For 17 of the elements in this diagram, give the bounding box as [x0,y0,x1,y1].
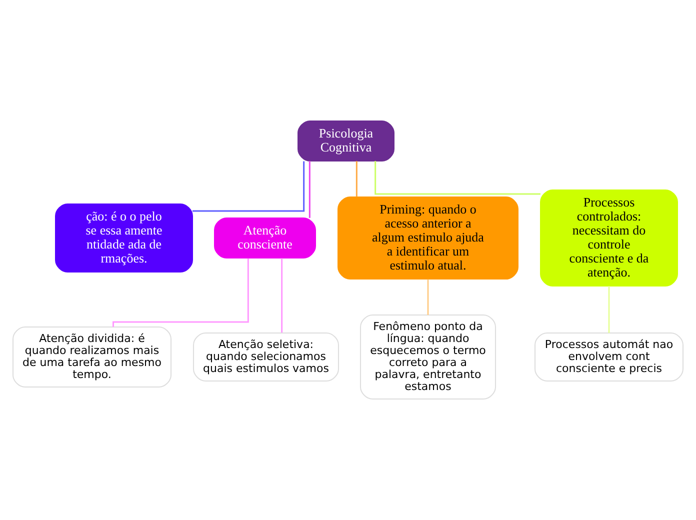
node-box: Atenção consciente [214,218,316,258]
connector [192,161,305,212]
connector [374,161,540,195]
connector [281,258,283,333]
node-box: Priming: quando o acesso anterior a algum estimulo ajuda a identificar um estimulo atual. [338,196,518,280]
connector [427,279,429,315]
node-box: Processos controlados: necessitam do controle consciente e da atenção. [540,190,678,286]
node-box: Atenção dividida: é quando realizamos mais de uma tarefa ao mesmo tempo. [12,326,172,388]
connector [356,161,358,197]
node-box: Fenômeno ponto da língua: quando esquecemos o termo correto para a palavra, entretanto estamos [360,314,496,400]
connector [608,286,610,333]
node-box: ção: é o o pelo se essa amente ntidade ada de rmações. [55,204,193,272]
node-box: Psicologia Cognitiva [298,120,394,162]
node-box: Processos automát nao envolvem cont consciente e precis [534,332,684,382]
connector [308,161,310,218]
node-box: Atenção seletiva: quando selecionamos quais estimulos vamos [193,332,339,382]
connector [112,258,249,327]
